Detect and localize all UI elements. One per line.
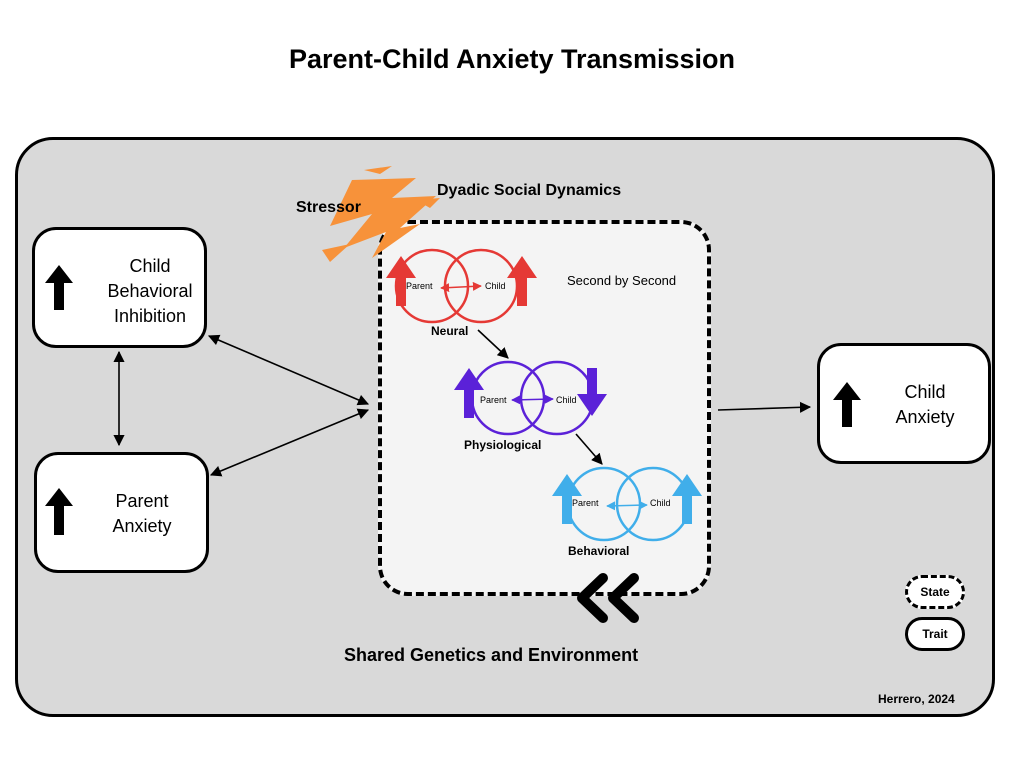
dyadic-social-dynamics-label: Dyadic Social Dynamics [437, 182, 622, 199]
child-anxiety-line1: Child [904, 382, 946, 402]
dyadic-state-box [378, 220, 711, 596]
physio-child-label: Child [556, 395, 577, 405]
physio-parent-up-arrow-icon [454, 368, 484, 418]
behavioral-level-label: Behavioral [568, 544, 630, 558]
legend-trait: Trait [905, 617, 965, 651]
child-bi-line3: Inhibition [113, 306, 187, 326]
child-anxiety-up-arrow-icon [833, 382, 861, 427]
neural-parent-label: Parent [406, 281, 433, 291]
child-anxiety-line2: Anxiety [895, 407, 955, 427]
child-bi-line2: Behavioral [107, 281, 193, 301]
behavioral-child-up-arrow-icon [672, 474, 702, 524]
neural-dyad [386, 248, 537, 324]
diagram-title: Parent-Child Anxiety Transmission [288, 44, 736, 74]
parent-anxiety-up-arrow-icon [45, 488, 73, 535]
physio-parent-label: Parent [480, 395, 507, 405]
physio-child-down-arrow-icon [577, 368, 607, 416]
neural-child-up-arrow-icon [507, 256, 537, 306]
credit-label: Herrero, 2024 [878, 692, 955, 706]
second-by-second-label: Second by Second [567, 273, 677, 288]
parent-anxiety-box: Parent Anxiety [34, 452, 209, 573]
bi-state-double-arrow [207, 334, 370, 406]
neural-level-label: Neural [431, 324, 469, 338]
stressor-lightning-icon [322, 166, 440, 262]
behavioral-child-label: Child [650, 498, 671, 508]
child-bi-line1: Child [129, 256, 171, 276]
parent-anxiety-line2: Anxiety [112, 516, 172, 536]
legend-state: State [905, 575, 965, 609]
stressor-label: Stressor [296, 199, 361, 216]
child-bi-up-arrow-icon [45, 265, 73, 310]
neural-to-physio-arrow [477, 329, 509, 359]
double-chevron-left-icon [577, 573, 639, 623]
state-to-child-anxiety-arrow [717, 401, 812, 413]
behavioral-dyad [552, 466, 702, 542]
shared-genetics-label: Shared Genetics and Environment [344, 645, 639, 665]
behavioral-parent-up-arrow-icon [552, 474, 582, 524]
child-behavioral-inhibition-box: Child Behavioral Inhibition [32, 227, 207, 348]
physio-to-behavioral-arrow [575, 433, 603, 465]
parent-state-double-arrow [209, 408, 370, 477]
physiological-dyad [454, 360, 607, 436]
physiological-level-label: Physiological [464, 438, 542, 452]
neural-child-label: Child [485, 281, 506, 291]
neural-parent-up-arrow-icon [386, 256, 416, 306]
parent-anxiety-line1: Parent [115, 491, 169, 511]
behavioral-parent-label: Parent [572, 498, 599, 508]
